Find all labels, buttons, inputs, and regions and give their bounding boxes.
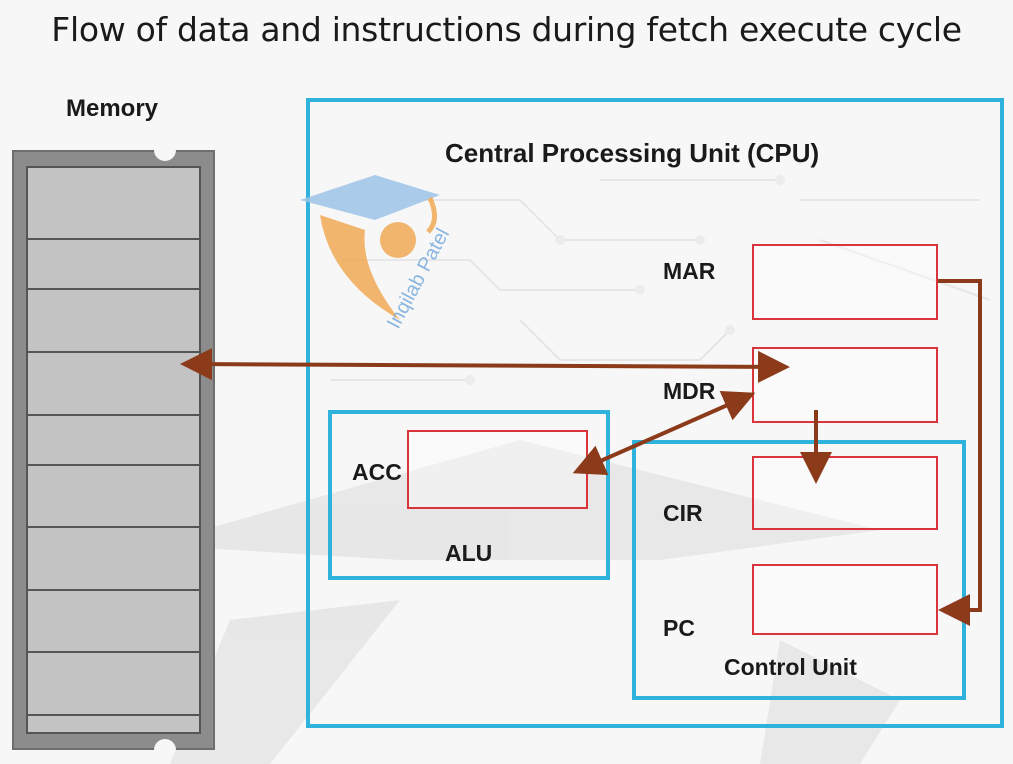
memory-cell — [28, 466, 199, 528]
mar-pc-arrow — [938, 279, 982, 626]
acc-register — [407, 430, 588, 509]
cir-label: CIR — [663, 500, 703, 526]
memory-cells — [26, 166, 201, 734]
control-unit-frame — [632, 440, 966, 700]
control-unit-label: Control Unit — [724, 654, 857, 680]
watermark-logo: Inqilab Patel — [300, 175, 454, 332]
cpu-frame — [306, 98, 1004, 728]
memory-cell — [28, 591, 199, 653]
memory-cell — [28, 416, 199, 466]
memory-cell — [28, 653, 199, 716]
memory-cell — [28, 353, 199, 416]
memory-cell — [28, 290, 199, 353]
cpu-label: Central Processing Unit (CPU) — [445, 138, 820, 168]
cir-register — [752, 456, 938, 530]
acc-label: ACC — [352, 459, 402, 485]
pc-label: PC — [663, 615, 695, 641]
alu-label: ALU — [445, 540, 493, 566]
pc-register — [752, 564, 938, 635]
mar-label: MAR — [663, 258, 716, 284]
mar-register — [752, 244, 938, 320]
memory-module — [12, 150, 215, 750]
page-title: Flow of data and instructions during fet… — [51, 10, 962, 49]
alu-frame — [328, 410, 610, 580]
memory-notch-bottom — [154, 739, 176, 750]
memory-label: Memory — [66, 95, 159, 122]
mdr-acc-arrow — [572, 391, 756, 475]
memory-cell — [28, 528, 199, 591]
memory-cell — [28, 168, 199, 240]
memory-cell — [28, 240, 199, 290]
memory-mdr-arrow — [180, 348, 790, 383]
memory-notch-top — [154, 150, 176, 161]
